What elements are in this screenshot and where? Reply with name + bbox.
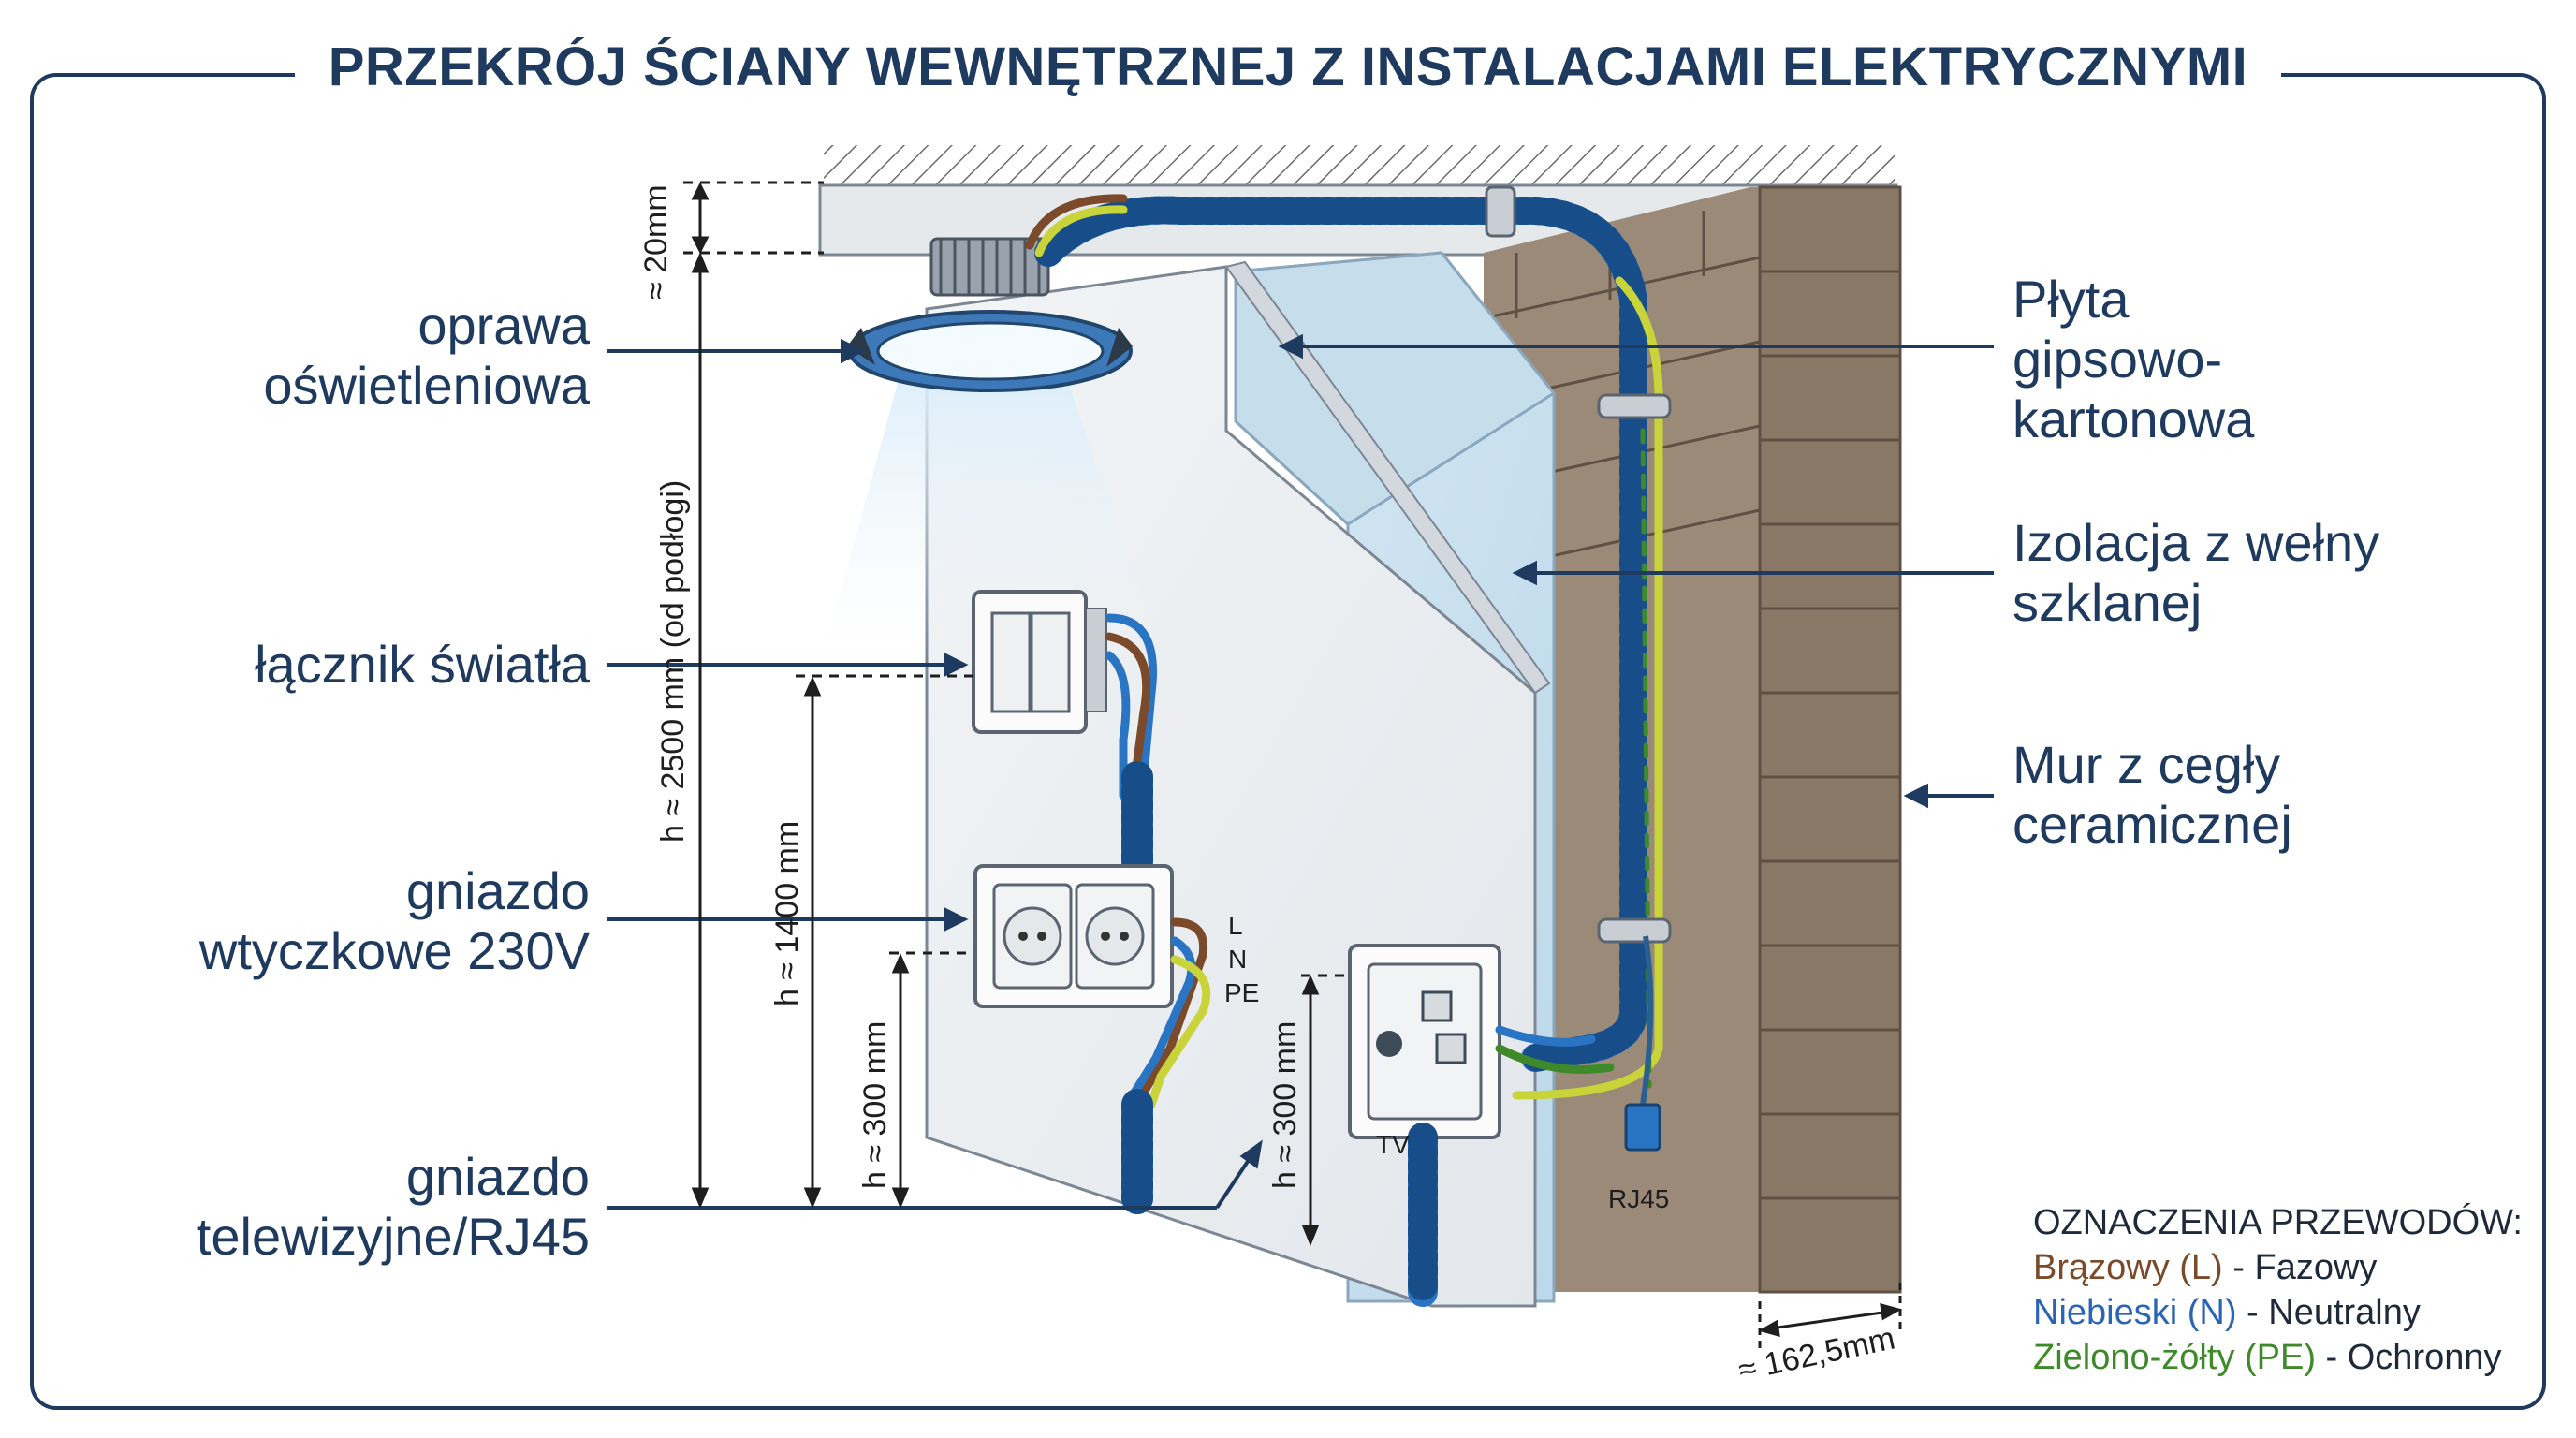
label-tv-outlet-line1: gniazdo xyxy=(405,1147,590,1206)
legend-title: OZNACZENIA PRZEWODÓW: xyxy=(2033,1203,2523,1242)
socket-wiring xyxy=(1121,917,1211,1214)
label-insulation-line1: Izolacja z wełny xyxy=(2012,513,2380,572)
tv-height-dimension: h ≈ 300 mm xyxy=(1267,1021,1303,1189)
brick-wall xyxy=(1483,185,1902,1294)
switch-height-dimension: h ≈ 1400 mm xyxy=(769,821,805,1006)
label-tv-outlet: gniazdo telewizyjne/RJ45 xyxy=(122,1147,590,1267)
label-drywall-line1: Płyta xyxy=(2012,270,2130,329)
wire-tag-pe: PE xyxy=(1224,978,1259,1007)
label-light-fixture: oprawa oświetleniowa xyxy=(168,296,590,416)
leader-lines xyxy=(607,333,1994,1210)
conduit-clamps xyxy=(1485,185,1672,944)
label-drywall-line3: kartonowa xyxy=(2012,389,2255,448)
label-light-fixture-line1: oprawa xyxy=(417,296,590,355)
label-light-switch-line1: łącznik światła xyxy=(255,635,590,694)
legend-blue-name: Niebieski (N) xyxy=(2033,1293,2237,1332)
rj45-cable xyxy=(1624,935,1661,1152)
label-socket-line1: gniazdo xyxy=(405,861,590,920)
legend-row-green: Zielono-żółty (PE) - Ochronny xyxy=(2033,1335,2523,1380)
label-brick-wall-line1: Mur z cegły xyxy=(2012,735,2281,794)
tv-rj45-outlet xyxy=(1348,944,1501,1139)
label-insulation: Izolacja z wełny szklanej xyxy=(2012,513,2518,633)
tv-tag: TV xyxy=(1376,1130,1410,1159)
total-height-dimension: h ≈ 2500 mm (od podłogi) xyxy=(655,480,691,843)
label-brick-wall: Mur z cegły ceramicznej xyxy=(2012,735,2481,855)
legend-brown-name: Brązowy (L) xyxy=(2033,1248,2223,1287)
downlight-fixture xyxy=(847,237,1133,392)
legend-green-name: Zielono-żółty (PE) xyxy=(2033,1338,2316,1377)
tv-outlet-wiring xyxy=(1408,1025,1615,1307)
label-insulation-line2: szklanej xyxy=(2012,573,2203,632)
label-tv-outlet-line2: telewizyjne/RJ45 xyxy=(196,1207,590,1266)
ceiling-gap-dimension: ≈ 20mm xyxy=(638,184,674,300)
light-beam xyxy=(824,379,1161,655)
wire-tag-l: L xyxy=(1228,911,1243,940)
rj45-tag: RJ45 xyxy=(1608,1184,1669,1213)
wall-socket-double xyxy=(973,864,1174,1008)
diagram-title-text: PRZEKRÓJ ŚCIANY WEWNĘTRZNEJ Z INSTALACJA… xyxy=(294,37,2282,97)
dimension-lines xyxy=(683,181,1902,1348)
label-socket: gniazdo wtyczkowe 230V xyxy=(122,861,590,981)
label-light-fixture-line2: oświetleniowa xyxy=(263,356,590,415)
label-drywall-line2: gipsowo- xyxy=(2012,330,2223,389)
label-light-switch: łącznik światła xyxy=(122,635,590,695)
ceiling-conduit xyxy=(1025,194,1663,1100)
light-switch xyxy=(972,590,1107,734)
label-brick-wall-line2: ceramicznej xyxy=(2012,795,2292,854)
legend-blue-desc: - Neutralny xyxy=(2236,1293,2421,1332)
label-drywall: Płyta gipsowo- kartonowa xyxy=(2012,270,2481,449)
legend-brown-desc: - Fazowy xyxy=(2222,1248,2378,1287)
label-socket-line2: wtyczkowe 230V xyxy=(198,921,590,980)
legend-green-desc: - Ochronny xyxy=(2315,1338,2502,1377)
wire-tag-n: N xyxy=(1228,945,1247,974)
socket-height-dimension: h ≈ 300 mm xyxy=(857,1021,893,1189)
legend-row-blue: Niebieski (N) - Neutralny xyxy=(2033,1290,2523,1335)
legend-row-brown: Brązowy (L) - Fazowy xyxy=(2033,1245,2523,1290)
diagram-title: PRZEKRÓJ ŚCIANY WEWNĘTRZNEJ Z INSTALACJA… xyxy=(0,36,2576,98)
wire-legend: OZNACZENIA PRZEWODÓW: Brązowy (L) - Fazo… xyxy=(2033,1200,2523,1380)
